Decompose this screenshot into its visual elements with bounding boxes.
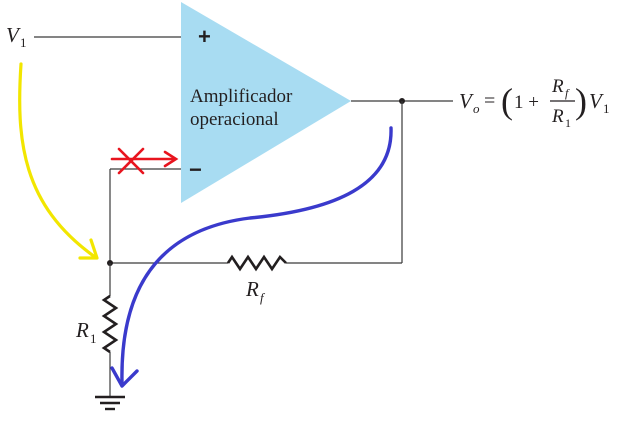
svg-text:R: R xyxy=(75,318,89,342)
svg-text:1: 1 xyxy=(20,35,27,50)
resistor-rf xyxy=(226,254,287,272)
op-amp-label-line1: Amplificador xyxy=(190,86,293,107)
op-amp-minus-sign: − xyxy=(189,157,202,182)
rf-label: R f xyxy=(245,277,266,305)
svg-text:f: f xyxy=(565,86,570,100)
output-formula: V o = ( 1 + R f R 1 ) V 1 xyxy=(459,76,610,130)
svg-text:): ) xyxy=(575,81,587,121)
svg-text:(: ( xyxy=(501,81,513,121)
red-cross-icon xyxy=(110,147,179,175)
ground-icon xyxy=(95,395,125,411)
svg-text:=: = xyxy=(484,90,495,112)
svg-text:1 +: 1 + xyxy=(514,92,539,113)
svg-text:1: 1 xyxy=(90,331,97,346)
svg-text:V: V xyxy=(589,89,604,113)
svg-text:R: R xyxy=(245,277,259,301)
resistor-r1 xyxy=(101,294,119,354)
svg-text:1: 1 xyxy=(603,101,610,116)
r1-label: R 1 xyxy=(75,318,97,346)
op-amp-label-line2: operacional xyxy=(190,109,279,130)
op-amp-plus-sign: + xyxy=(198,24,211,49)
svg-text:1: 1 xyxy=(565,116,571,130)
blue-arrow-icon xyxy=(110,126,393,388)
op-amp-triangle xyxy=(181,2,351,203)
svg-text:R: R xyxy=(551,76,564,97)
svg-text:o: o xyxy=(473,101,480,116)
svg-text:f: f xyxy=(260,290,266,305)
svg-text:R: R xyxy=(551,106,564,127)
svg-text:V: V xyxy=(459,89,474,113)
svg-text:V: V xyxy=(6,23,21,47)
v1-label: V 1 xyxy=(6,23,27,50)
yellow-arrow-icon xyxy=(18,62,99,260)
